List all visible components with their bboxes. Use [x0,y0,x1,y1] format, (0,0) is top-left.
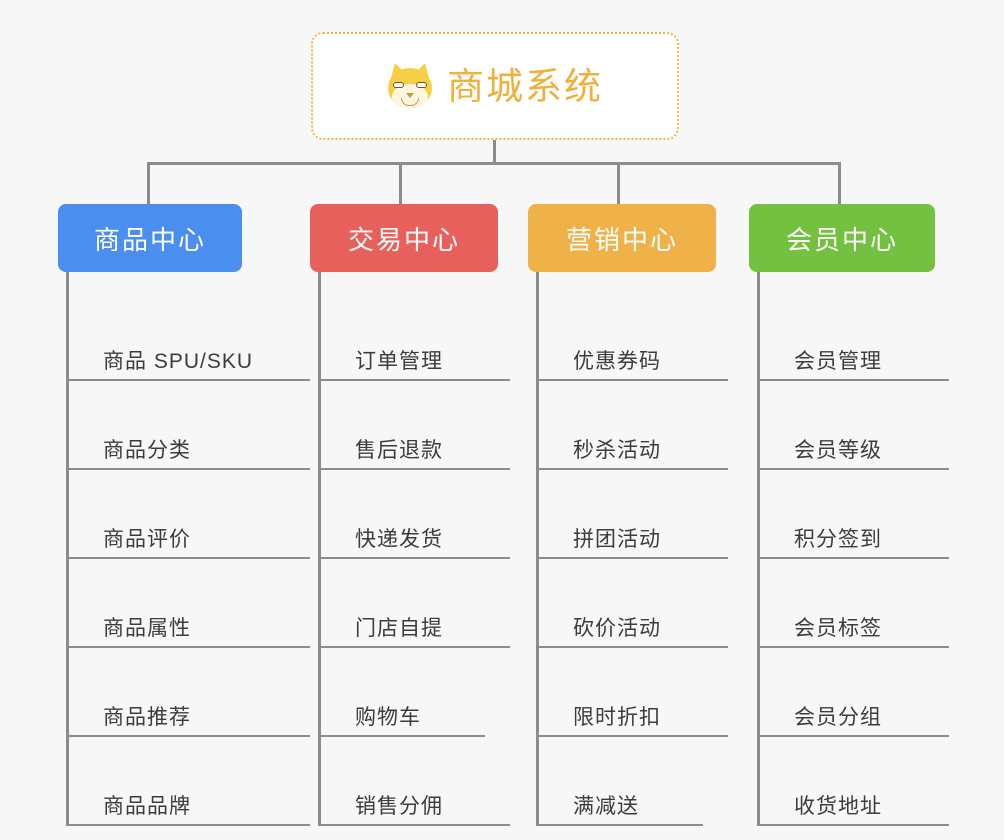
leaf-label: 会员管理 [794,349,882,373]
shiba-inu-icon [386,60,434,109]
leaf-label: 销售分佣 [355,794,443,818]
leaf-item[interactable]: 限时折扣 [539,648,748,737]
leaf-item[interactable]: 门店自提 [321,559,530,648]
branch-trade-center: 交易中心 订单管理 售后退款 快递发货 门店自提 购物车 销售分佣 [310,204,530,826]
connector-drop-member-center [838,162,841,204]
leaf-item[interactable]: 砍价活动 [539,559,748,648]
category-label: 交易中心 [347,224,460,255]
category-trade-center[interactable]: 交易中心 [310,204,498,272]
connector-drop-marketing-center [617,162,620,204]
leaf-label: 商品品牌 [103,794,191,818]
leaf-item[interactable]: 商品属性 [69,559,310,648]
category-member-center[interactable]: 会员中心 [749,204,935,272]
leaf-label: 收货地址 [794,794,882,818]
leaf-label: 砍价活动 [573,616,661,640]
connector-drop-trade-center [399,162,402,204]
leaf-list-product-center: 商品 SPU/SKU 商品分类 商品评价 商品属性 商品推荐 商品品牌 [66,272,310,826]
leaf-item[interactable]: 商品评价 [69,470,310,559]
leaf-item[interactable]: 会员标签 [760,559,969,648]
leaf-item[interactable]: 快递发货 [321,470,530,559]
branch-marketing-center: 营销中心 优惠券码 秒杀活动 拼团活动 砍价活动 限时折扣 满减送 [528,204,748,826]
leaf-label: 商品分类 [103,438,191,462]
leaf-item[interactable]: 订单管理 [321,292,530,381]
connector-horizontal-bus [147,162,841,165]
leaf-list-marketing-center: 优惠券码 秒杀活动 拼团活动 砍价活动 限时折扣 满减送 [536,272,748,826]
leaf-label: 限时折扣 [573,705,661,729]
leaf-list-trade-center: 订单管理 售后退款 快递发货 门店自提 购物车 销售分佣 [318,272,530,826]
leaf-label: 快递发货 [355,527,443,551]
root-title: 商城系统 [447,65,603,107]
category-product-center[interactable]: 商品中心 [58,204,242,272]
leaf-item[interactable]: 售后退款 [321,381,530,470]
leaf-label: 会员标签 [794,616,882,640]
leaf-item[interactable]: 秒杀活动 [539,381,748,470]
leaf-label: 商品评价 [103,527,191,551]
leaf-item[interactable]: 销售分佣 [321,737,530,826]
leaf-label: 商品推荐 [103,705,191,729]
leaf-label: 售后退款 [355,438,443,462]
leaf-item[interactable]: 商品分类 [69,381,310,470]
root-node-shop-system[interactable]: 商城系统 [311,32,679,140]
leaf-item[interactable]: 满减送 [539,737,748,826]
leaf-label: 秒杀活动 [573,438,661,462]
leaf-label: 满减送 [573,794,639,818]
connector-root-stem [493,140,496,164]
leaf-item[interactable]: 优惠券码 [539,292,748,381]
leaf-item[interactable]: 拼团活动 [539,470,748,559]
branch-member-center: 会员中心 会员管理 会员等级 积分签到 会员标签 会员分组 收货地址 [749,204,969,826]
leaf-label: 商品属性 [103,616,191,640]
leaf-item[interactable]: 商品 SPU/SKU [69,292,310,381]
leaf-item[interactable]: 商品推荐 [69,648,310,737]
leaf-label: 优惠券码 [573,349,661,373]
leaf-list-member-center: 会员管理 会员等级 积分签到 会员标签 会员分组 收货地址 [757,272,969,826]
leaf-label: 订单管理 [355,349,443,373]
leaf-label: 会员分组 [794,705,882,729]
category-marketing-center[interactable]: 营销中心 [528,204,716,272]
leaf-label: 商品 SPU/SKU [103,349,254,373]
leaf-label: 拼团活动 [573,527,661,551]
leaf-item[interactable]: 积分签到 [760,470,969,559]
leaf-label: 会员等级 [794,438,882,462]
leaf-item[interactable]: 会员等级 [760,381,969,470]
leaf-item[interactable]: 购物车 [321,648,530,737]
leaf-item[interactable]: 会员管理 [760,292,969,381]
branch-product-center: 商品中心 商品 SPU/SKU 商品分类 商品评价 商品属性 商品推荐 商品品牌 [58,204,310,826]
leaf-item[interactable]: 商品品牌 [69,737,310,826]
leaf-item[interactable]: 收货地址 [760,737,969,826]
category-label: 商品中心 [93,224,206,255]
leaf-item[interactable]: 会员分组 [760,648,969,737]
category-label: 营销中心 [565,224,678,255]
leaf-label: 门店自提 [355,616,443,640]
connector-drop-product-center [147,162,150,204]
category-label: 会员中心 [785,224,898,255]
leaf-label: 积分签到 [794,527,882,551]
leaf-label: 购物车 [355,705,421,729]
